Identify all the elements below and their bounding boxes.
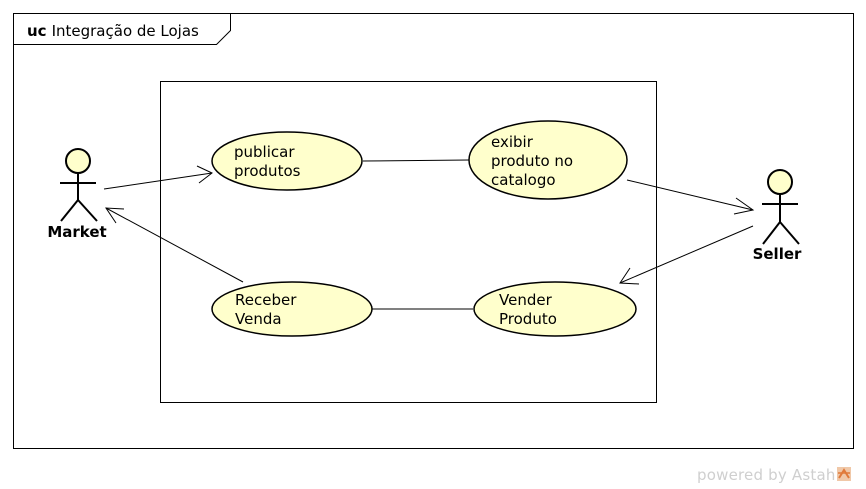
- use-case-receber: Receber Venda: [211, 281, 373, 337]
- association-receber-market: [105, 207, 244, 283]
- frame-name-tab: [13, 13, 231, 45]
- watermark-prefix: powered by: [697, 466, 792, 484]
- use-case-label: Receber: [235, 291, 297, 309]
- watermark-brand: Astah: [791, 466, 836, 484]
- arrowhead-seller: [733, 197, 755, 215]
- frame-title: uc Integração de Lojas: [27, 22, 199, 40]
- use-case-label: exibir: [491, 133, 534, 151]
- svg-text:exibir produto no: exibir produto no catalogo: [491, 133, 578, 189]
- association-market-publicar: [103, 172, 213, 190]
- use-case-label: Produto: [499, 310, 557, 328]
- astah-watermark: powered by Astah: [697, 466, 851, 484]
- actor-label-market: Market: [47, 223, 106, 241]
- astah-logo-icon: [836, 467, 851, 481]
- actor-seller: [762, 169, 800, 245]
- svg-text:publicar produtos: publicar produtos: [234, 143, 301, 180]
- use-case-publicar: publicar produtos: [211, 131, 363, 191]
- use-case-label: publicar: [234, 143, 295, 161]
- use-case-label: catalogo: [491, 171, 556, 189]
- actor-market: [60, 148, 98, 222]
- frame-keyword: uc: [27, 22, 47, 40]
- associations: [103, 159, 755, 310]
- association-seller-vender: [619, 225, 754, 284]
- use-case-label: produtos: [234, 162, 301, 180]
- association-publicar-exibir: [362, 159, 470, 162]
- arrowhead-publicar: [196, 165, 213, 184]
- use-case-label: produto no: [491, 152, 573, 170]
- svg-text:Vender Produto: Vender Produto: [499, 291, 557, 328]
- arrowhead-market: [105, 207, 125, 224]
- use-case-exibir: exibir produto no catalogo: [468, 120, 628, 200]
- actor-label-seller: Seller: [753, 245, 802, 263]
- frame-name: Integração de Lojas: [52, 22, 199, 40]
- association-exibir-seller: [626, 179, 754, 211]
- arrowhead-vender: [619, 267, 640, 285]
- use-case-label: Venda: [235, 310, 282, 328]
- use-case-label: Vender: [499, 291, 553, 309]
- svg-text:Receber Venda: Receber Venda: [235, 291, 301, 328]
- use-case-vender: Vender Produto: [473, 281, 637, 337]
